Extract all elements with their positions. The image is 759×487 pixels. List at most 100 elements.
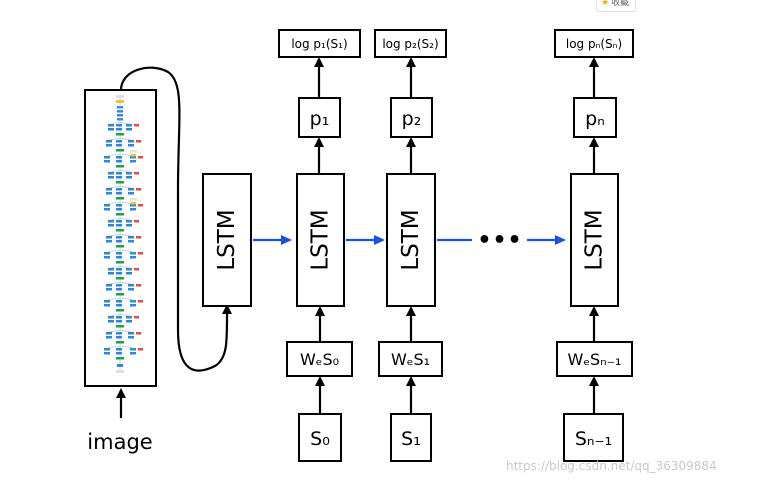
cnn-layer-node bbox=[108, 320, 114, 323]
cnn-edge bbox=[119, 169, 130, 173]
cnn-edge bbox=[106, 297, 121, 301]
cnn-layer-node bbox=[116, 176, 122, 179]
cnn-layer-node bbox=[116, 348, 122, 351]
cnn-layer-node bbox=[136, 140, 141, 143]
cnn-layer-node bbox=[108, 124, 114, 127]
cnn-edge bbox=[106, 153, 121, 157]
cnn-layer-node bbox=[116, 332, 122, 335]
cnn-layer-node bbox=[106, 188, 112, 191]
column-2: log p₂(S₂) p₂ LSTM WₑS₁ S₁ bbox=[374, 29, 447, 462]
cnn-layer-node bbox=[130, 256, 136, 259]
cnn-layer-node bbox=[130, 300, 136, 303]
cnn-layer-node bbox=[116, 172, 122, 175]
cnn-layer-node bbox=[104, 300, 110, 303]
cnn-edge bbox=[119, 265, 130, 269]
lstm-label: LSTM bbox=[214, 209, 240, 270]
cnn-edge bbox=[108, 185, 121, 189]
cnn-layer-node bbox=[116, 165, 124, 168]
cnn-layer-node bbox=[116, 245, 124, 248]
cnn-layer-node bbox=[116, 95, 124, 98]
cnn-layer-node bbox=[108, 220, 114, 223]
cnn-edge bbox=[108, 281, 121, 285]
cnn-layer-node bbox=[104, 348, 110, 351]
cnn-layer-node bbox=[116, 325, 124, 328]
cnn-layer-node bbox=[116, 261, 124, 264]
cnn-layer-node bbox=[116, 304, 122, 307]
cnn-layer-node bbox=[130, 304, 136, 307]
cnn-layer-node bbox=[130, 252, 136, 255]
image-label: image bbox=[87, 430, 152, 454]
cnn-edge bbox=[106, 249, 121, 253]
cnn-layer-node bbox=[128, 336, 134, 339]
cnn-layer-node bbox=[108, 224, 114, 227]
column-1: log p₁(S₁) p₁ LSTM WₑS₀ S₀ bbox=[278, 29, 361, 462]
cnn-layer-node bbox=[116, 277, 124, 280]
cnn-layer-node bbox=[116, 272, 122, 275]
cnn-layer-node bbox=[134, 316, 139, 319]
log-prob-label-n: log pₙ(Sₙ) bbox=[566, 37, 622, 51]
cnn-layer-node bbox=[106, 140, 112, 143]
cnn-layer-node bbox=[104, 256, 110, 259]
cnn-layer-node bbox=[116, 144, 122, 147]
embed-label-2: WₑS₁ bbox=[391, 350, 430, 369]
cnn-layer-node bbox=[130, 150, 137, 153]
cnn-layer-node bbox=[128, 236, 134, 239]
cnn-layer-node bbox=[136, 332, 141, 335]
watermark: https://blog.csdn.net/qq_36309884 bbox=[506, 459, 717, 473]
cnn-layer-node bbox=[128, 192, 134, 195]
cnn-layer-node bbox=[128, 284, 134, 287]
cnn-edge bbox=[119, 313, 130, 317]
cnn-layer-node bbox=[108, 268, 114, 271]
cnn-layer-node bbox=[116, 236, 122, 239]
cnn-layer-node bbox=[130, 352, 136, 355]
cnn-layer-node bbox=[116, 288, 122, 291]
cnn-layer-node bbox=[116, 192, 122, 195]
cnn-edge bbox=[108, 233, 121, 237]
lstm-label: LSTM bbox=[582, 209, 608, 270]
cnn-edge bbox=[106, 345, 121, 349]
cnn-edge bbox=[119, 185, 132, 189]
cnn-layer-node bbox=[116, 124, 122, 127]
cnn-image-box bbox=[84, 89, 157, 387]
ellipsis: ••• bbox=[477, 228, 522, 253]
cnn-layer-node bbox=[116, 156, 122, 159]
cnn-edge bbox=[110, 121, 121, 125]
cnn-layer-node bbox=[116, 341, 124, 344]
favorite-button[interactable]: ★收藏 bbox=[596, 0, 637, 12]
cnn-layer-node bbox=[138, 156, 143, 159]
cnn-layer-node bbox=[108, 272, 114, 275]
cnn-layer-node bbox=[130, 348, 136, 351]
cnn-edge bbox=[119, 249, 134, 253]
cnn-network-thumbnail bbox=[104, 95, 143, 373]
cnn-layer-node bbox=[138, 300, 143, 303]
cnn-layer-node bbox=[108, 176, 114, 179]
cnn-layer-node bbox=[108, 172, 114, 175]
cnn-edge bbox=[119, 137, 132, 141]
cnn-layer-node bbox=[128, 140, 134, 143]
cnn-layer-node bbox=[116, 268, 122, 271]
cnn-layer-node bbox=[116, 213, 124, 216]
cnn-edge bbox=[106, 201, 121, 205]
word-label-2: S₁ bbox=[401, 428, 421, 450]
cnn-layer-node bbox=[106, 284, 112, 287]
cnn-layer-node bbox=[116, 309, 124, 312]
cnn-layer-node bbox=[116, 320, 122, 323]
lstm-label: LSTM bbox=[308, 209, 334, 270]
cnn-layer-node bbox=[106, 144, 112, 147]
cnn-layer-node bbox=[134, 124, 139, 127]
cnn-layer-node bbox=[126, 320, 132, 323]
cnn-edge bbox=[110, 265, 121, 269]
log-prob-label-1: log p₁(S₁) bbox=[291, 37, 347, 51]
cnn-layer-node bbox=[116, 181, 124, 184]
cnn-layer-node bbox=[106, 332, 112, 335]
cnn-layer-node bbox=[116, 149, 124, 152]
cnn-layer-node bbox=[130, 198, 137, 201]
cnn-layer-node bbox=[128, 240, 134, 243]
cnn-layer-node bbox=[128, 288, 134, 291]
cnn-edge bbox=[119, 329, 132, 333]
cnn-edge bbox=[119, 201, 134, 205]
cnn-layer-node bbox=[116, 256, 122, 259]
cnn-edge bbox=[110, 313, 121, 317]
cnn-layer-node bbox=[116, 316, 122, 319]
cnn-layer-node bbox=[116, 240, 122, 243]
